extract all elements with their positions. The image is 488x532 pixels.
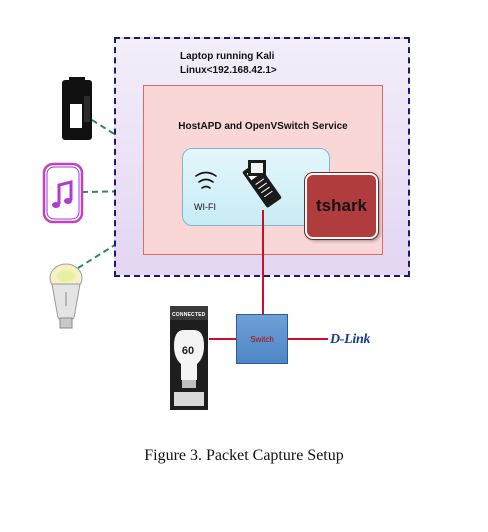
laptop-title-line2: Linux<192.168.42.1> [180, 65, 277, 76]
music-app-icon [42, 162, 84, 224]
wifi-icon [195, 171, 217, 189]
bulb-box-wattage: 60 [181, 345, 195, 357]
phone-icon [62, 77, 92, 140]
switch-box: Switch [236, 314, 288, 364]
bulb-box-brand: CONNECTED [172, 312, 206, 318]
tshark-box: tshark [305, 173, 378, 239]
figure-caption: Figure 3. Packet Capture Setup [144, 447, 344, 464]
laptop-title-line1: Laptop running Kali [180, 51, 275, 62]
bulb-box-icon [170, 306, 208, 410]
tshark-label: tshark [315, 196, 368, 215]
laptop-title: Laptop running Kali Linux<192.168.42.1> [180, 50, 277, 78]
dlink-logo: D-Link [330, 332, 371, 347]
switch-label: Switch [250, 334, 274, 344]
service-title: HostAPD and OpenVSwitch Service [178, 121, 348, 132]
smart-bulb-icon [49, 263, 83, 329]
router-box-icon [248, 160, 266, 176]
wifi-label: WI-FI [194, 202, 216, 212]
